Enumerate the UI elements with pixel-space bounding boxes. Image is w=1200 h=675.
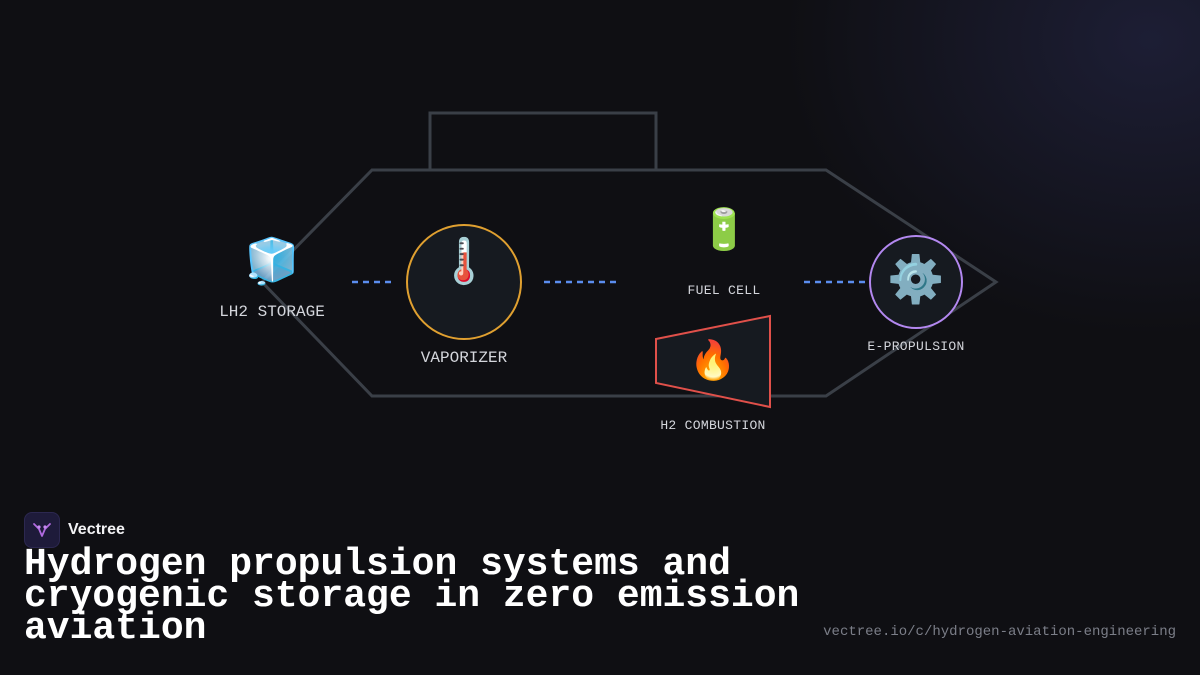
brand-name: Vectree bbox=[68, 521, 125, 538]
e-propulsion-node bbox=[869, 235, 963, 329]
vaporizer-node bbox=[406, 224, 522, 340]
ice-cube-icon: 🧊 bbox=[244, 236, 300, 287]
vectree-logo-icon bbox=[24, 512, 60, 548]
h2-combustion-node bbox=[655, 314, 771, 409]
fuel-cell-label: FUEL CELL bbox=[687, 283, 761, 298]
lh2-storage-label: LH2 STORAGE bbox=[219, 303, 325, 321]
e-propulsion-label: E-PROPULSION bbox=[867, 339, 965, 354]
battery-icon: 🔋 bbox=[699, 207, 749, 253]
aircraft-outline bbox=[259, 168, 999, 398]
thermometer-icon: 🌡️ bbox=[436, 236, 492, 287]
page-title: Hydrogen propulsion systems and cryogeni… bbox=[24, 543, 800, 650]
page-url[interactable]: vectree.io/c/hydrogen-aviation-engineeri… bbox=[823, 624, 1176, 640]
cockpit-outline bbox=[428, 111, 658, 170]
brand[interactable]: Vectree bbox=[24, 512, 125, 548]
gear-icon: ⚙️ bbox=[887, 252, 945, 306]
fire-icon: 🔥 bbox=[689, 338, 737, 382]
vaporizer-label: VAPORIZER bbox=[420, 349, 508, 367]
h2-combustion-label: H2 COMBUSTION bbox=[660, 418, 766, 433]
